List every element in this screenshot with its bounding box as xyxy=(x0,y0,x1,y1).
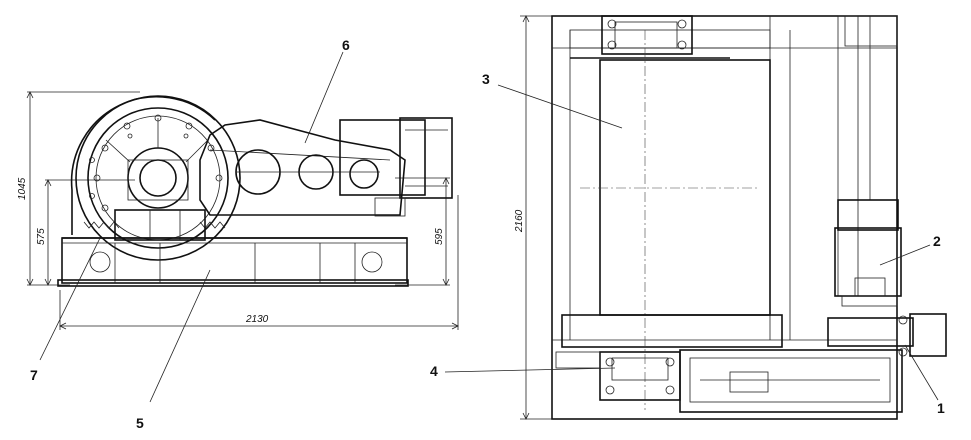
gear-teeth xyxy=(83,221,120,229)
drum-shaft xyxy=(139,159,177,197)
motor-plan-top xyxy=(837,199,899,231)
gearbox-input-plan xyxy=(909,313,947,357)
callout-1: 1 xyxy=(937,400,945,416)
plan-view: 2160 xyxy=(430,15,947,420)
dim-right-height: 595 xyxy=(434,228,445,245)
gearbox-split-line xyxy=(209,149,391,161)
callout-7: 7 xyxy=(30,367,38,383)
drum-plan xyxy=(599,59,771,316)
leader-2 xyxy=(879,244,931,266)
leader-7 xyxy=(39,237,101,361)
bearing-housing xyxy=(127,159,189,201)
callout-2: 2 xyxy=(933,233,941,249)
dim-height-total: 1045 xyxy=(17,177,28,200)
callout-3: 3 xyxy=(482,71,490,87)
drum-hub xyxy=(127,147,189,209)
callout-4: 4 xyxy=(430,363,438,379)
gear-housing-plan xyxy=(679,349,903,413)
leader-3 xyxy=(497,84,623,129)
frame-lift-hole-right xyxy=(361,251,383,273)
ring-gear-holes xyxy=(89,114,223,212)
callout-5: 5 xyxy=(136,415,144,431)
motor-body xyxy=(339,119,426,196)
pedestal xyxy=(114,209,206,241)
ring-gear-inner xyxy=(87,107,229,249)
side-view: 1045 575 595 2130 6 5 7 xyxy=(17,37,459,431)
gearbox-bearing-3 xyxy=(349,159,379,189)
ring-gear xyxy=(75,95,241,261)
motor-feet xyxy=(374,197,406,217)
motor-plan xyxy=(834,227,902,297)
leader-5 xyxy=(149,269,211,403)
drum-flange xyxy=(561,314,783,348)
motor-end-cap xyxy=(399,117,453,199)
dim-width-total: 2130 xyxy=(245,314,269,325)
plan-frame xyxy=(551,15,898,420)
dim-axis-height: 575 xyxy=(36,228,47,245)
leader-4 xyxy=(444,367,616,373)
dim-length-total: 2160 xyxy=(514,209,525,233)
gear-teeth-right xyxy=(199,221,226,229)
frame-lift-hole-left xyxy=(89,251,111,273)
base-plate xyxy=(57,279,409,287)
callout-6: 6 xyxy=(342,37,350,53)
top-bearing-block xyxy=(601,15,693,55)
bottom-bearing-block xyxy=(599,351,681,401)
leader-6 xyxy=(304,51,344,144)
gearbox-housing xyxy=(199,119,406,216)
hub-spokes xyxy=(105,118,209,163)
leader-1 xyxy=(904,344,939,401)
coupling-plan xyxy=(827,317,914,347)
